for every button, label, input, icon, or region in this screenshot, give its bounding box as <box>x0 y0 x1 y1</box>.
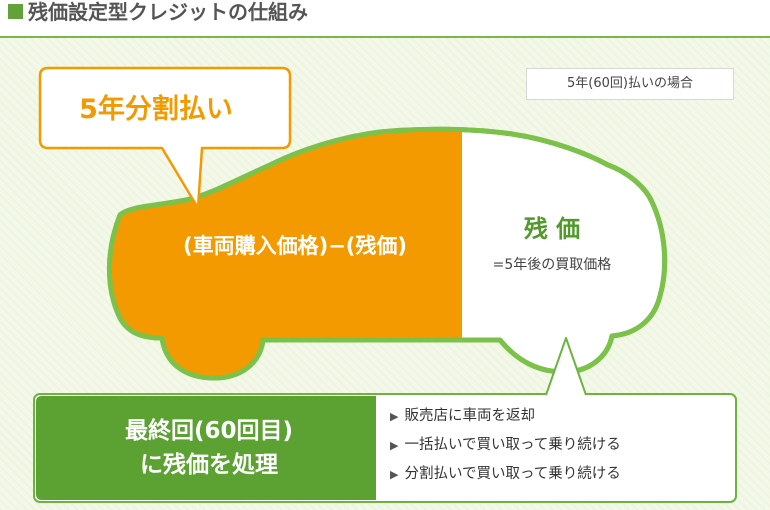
final-payment-label: 最終回(60回目) に残価を処理 <box>36 396 382 500</box>
final-payment-green-block <box>36 396 376 500</box>
page-title: 残価設定型クレジットの仕組み <box>28 0 308 24</box>
option-item: ▶ 一括払いで買い取って乗り続ける <box>390 431 730 460</box>
option-item: ▶ 販売店に車両を返却 <box>390 402 730 431</box>
installment-callout-label: 5年分割払い <box>79 94 233 125</box>
option-text: 分割払いで買い取って乗り続ける <box>404 466 621 482</box>
pointer-tail <box>545 337 587 396</box>
residual-value-subtitle: =5年後の買取価格 <box>492 257 612 273</box>
installment-formula: (車両購入価格)−(残価) <box>183 234 407 258</box>
header-square-icon <box>8 4 23 19</box>
triangle-bullet-icon: ▶ <box>390 439 399 452</box>
page-header: 残価設定型クレジットの仕組み <box>0 0 770 38</box>
residual-value-title: 残 価 <box>523 215 581 243</box>
final-payment-options: ▶ 販売店に車両を返却 ▶ 一括払いで買い取って乗り続ける ▶ 分割払いで買い取って乗… <box>390 402 730 489</box>
callout-bubble <box>38 66 292 210</box>
option-text: 一括払いで買い取って乗り続ける <box>404 437 621 453</box>
final-payment-line-1: 最終回(60回目) <box>124 418 294 444</box>
option-item: ▶ 分割払いで買い取って乗り続ける <box>390 460 730 489</box>
final-payment-line-2: に残価を処理 <box>140 452 278 478</box>
triangle-bullet-icon: ▶ <box>390 468 399 481</box>
payment-term-note: 5年(60回)払いの場合 <box>526 68 734 100</box>
option-text: 販売店に車両を返却 <box>404 408 535 424</box>
triangle-bullet-icon: ▶ <box>390 410 399 423</box>
